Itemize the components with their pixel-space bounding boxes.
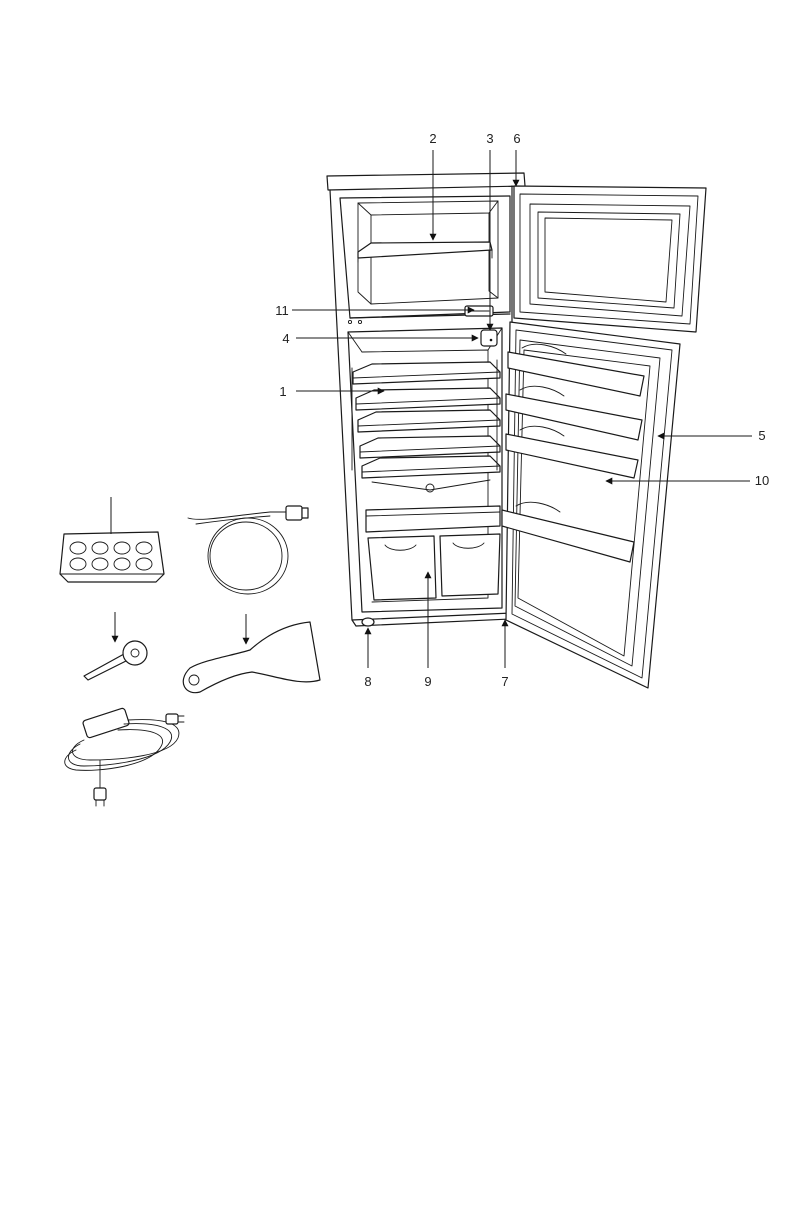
callout-5: 5: [758, 428, 765, 443]
crisper-drawers: [368, 534, 500, 600]
refrigerator-cabinet: [327, 173, 525, 626]
callout-9: 9: [424, 674, 431, 689]
interior-light: [481, 330, 497, 346]
freezer-door: [514, 186, 706, 332]
leveling-foot: [362, 618, 374, 626]
glass-shelf-1: [353, 362, 500, 384]
callout-2: 2: [429, 131, 436, 146]
callout-3: 3: [486, 131, 493, 146]
callout-8: 8: [364, 674, 371, 689]
glass-shelf-4: [360, 436, 500, 458]
thermostat-knob: [465, 306, 493, 316]
ice-scraper: [183, 614, 320, 693]
dc-power-cord: [188, 506, 308, 594]
callout-6: 6: [513, 131, 520, 146]
egg-tray: [60, 497, 164, 582]
callout-1: 1: [279, 384, 286, 399]
glass-shelf-3: [358, 410, 500, 432]
fridge-door: [502, 322, 680, 688]
ice-cube-scoop: [84, 612, 147, 680]
callout-7: 7: [501, 674, 508, 689]
glass-shelf-5: [362, 456, 500, 478]
ac-power-cord: [65, 708, 184, 806]
callout-4: 4: [282, 331, 289, 346]
callout-11: 11: [275, 303, 289, 318]
callout-10: 10: [755, 473, 769, 488]
